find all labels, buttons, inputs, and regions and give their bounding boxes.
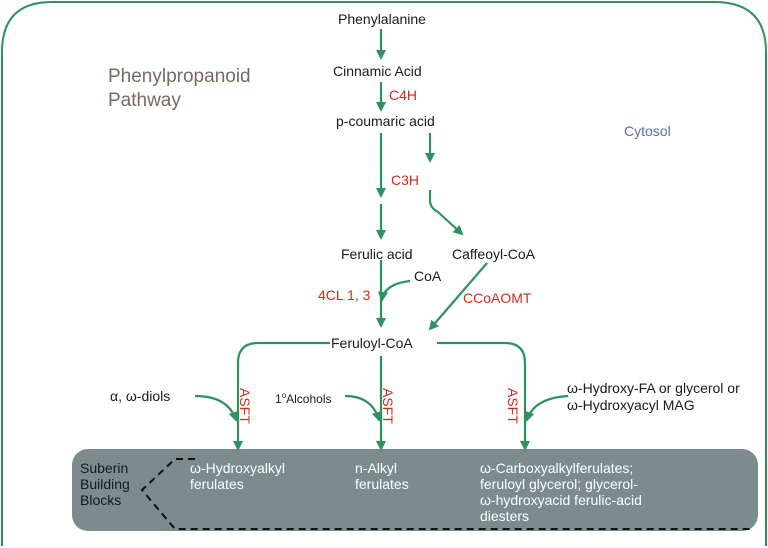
feruloyl-coa-label: Feruloyl-CoA [331,335,413,351]
p-coumaric-acid-label: p-coumaric acid [336,113,435,129]
caffeoyl-coa-label: Caffeoyl-CoA [452,246,536,262]
hydroxy-fa-label-2: ω-Hydroxyacyl MAG [567,397,695,413]
4cl-label: 4CL 1, 3 [318,287,371,303]
pathway-title-line2: Pathway [108,90,181,111]
arrow-c3h-caffeoyl [428,190,464,236]
ccoaomt-label: CCoAOMT [463,290,532,306]
arrow-coa-join [378,279,411,302]
ferulic-acid-label: Ferulic acid [341,246,413,262]
arrow-feruloyl-right [437,341,530,451]
arrow-diols-asft [194,394,239,422]
coa-label: CoA [414,268,442,284]
arrow-caffeoyl-feruloyl [428,262,488,331]
building-blocks-bracket [140,458,752,530]
pathway-title-line1: Phenylpropanoid [108,66,251,87]
asft-label-2: ASFT [380,388,396,424]
diols-label: α, ω-diols [110,388,171,404]
suberin-box [72,449,758,531]
asft-label-1: ASFT [237,388,253,424]
arrow-hydroxyfa-asft [524,394,569,422]
cytosol-label: Cytosol [624,123,671,139]
arrow-alcohols-asft [344,394,382,422]
asft-label-3: ASFT [505,388,521,424]
phenylalanine-label: Phenylalanine [338,11,426,27]
carboxyalkyl-ferulates-label: ω-Carboxyalkylferulates;feruloyl glycero… [480,460,642,524]
arrow-feruloyl-left [233,341,330,451]
primary-alcohols-label: 1oAlcohols [275,391,332,406]
hydroxy-fa-label-1: ω-Hydroxy-FA or glycerol or [567,380,740,396]
c4h-label: C4H [389,87,418,103]
cinnamic-acid-label: Cinnamic Acid [333,63,422,79]
c3h-label: C3H [391,172,420,188]
